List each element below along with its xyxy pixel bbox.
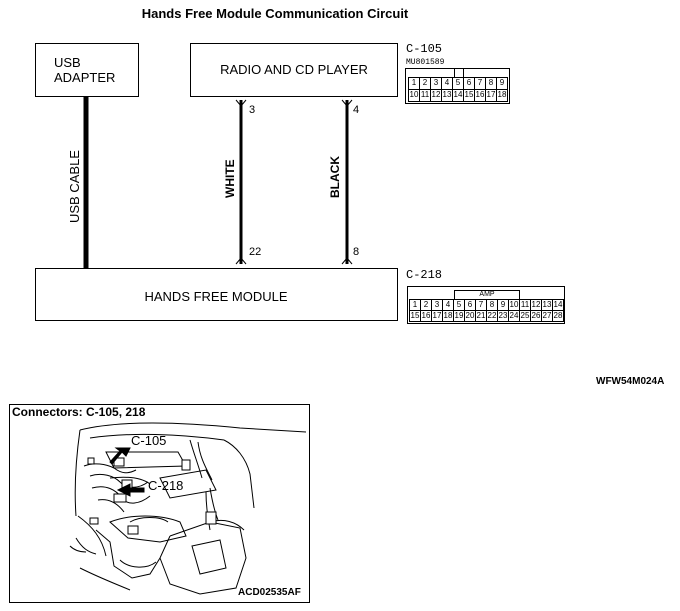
- black-wire-pin-bottom: 8: [353, 246, 360, 258]
- inset-callout-c218: C-218: [148, 478, 184, 493]
- inset-callout-c105: C-105: [131, 433, 167, 448]
- dashboard-illustration: [69, 422, 307, 595]
- c105-label: C-105: [406, 42, 443, 56]
- usb-adapter-label: USB ADAPTER: [54, 55, 115, 85]
- c218-amp-tag: AMP: [454, 290, 520, 299]
- black-wire-pin-top: 4: [353, 104, 360, 116]
- black-wire-bottom-chevron: [341, 257, 353, 265]
- c105-pin-18: 18: [496, 89, 508, 102]
- c218-label: C-218: [406, 268, 443, 282]
- usb-adapter-line2: ADAPTER: [54, 70, 116, 85]
- white-wire-pin-bottom: 22: [249, 246, 262, 258]
- inset-title: Connectors: C-105, 218: [12, 405, 146, 419]
- connector-location-inset: [9, 404, 310, 603]
- c218-pin-28: 28: [552, 310, 564, 322]
- black-wire-label: BLACK: [328, 156, 342, 198]
- usb-adapter-line1: USB: [54, 55, 81, 70]
- c105-lock-tab: [454, 68, 464, 77]
- white-wire-label: WHITE: [223, 159, 237, 198]
- hands-free-module-label: HANDS FREE MODULE: [144, 289, 288, 304]
- usb-cable-label: USB CABLE: [67, 150, 82, 223]
- c105-pin-15: 15: [463, 89, 475, 102]
- inset-figure-code: ACD02535AF: [238, 587, 301, 598]
- white-wire-top-chevron: [235, 99, 247, 107]
- usb-adapter-box: [35, 43, 139, 97]
- radio-box: [190, 43, 398, 97]
- figure-code: WFW54M024A: [596, 376, 665, 387]
- hands-free-module-box: [35, 268, 398, 321]
- c105-part-number: MU801589: [406, 58, 445, 67]
- white-wire-bottom-chevron: [235, 257, 247, 265]
- wiring-lines: [83, 96, 353, 268]
- radio-label: RADIO AND CD PLAYER: [220, 62, 368, 77]
- diagram-title: Hands Free Module Communication Circuit: [141, 6, 409, 21]
- black-wire-top-chevron: [341, 99, 353, 107]
- white-wire-pin-top: 3: [249, 104, 256, 116]
